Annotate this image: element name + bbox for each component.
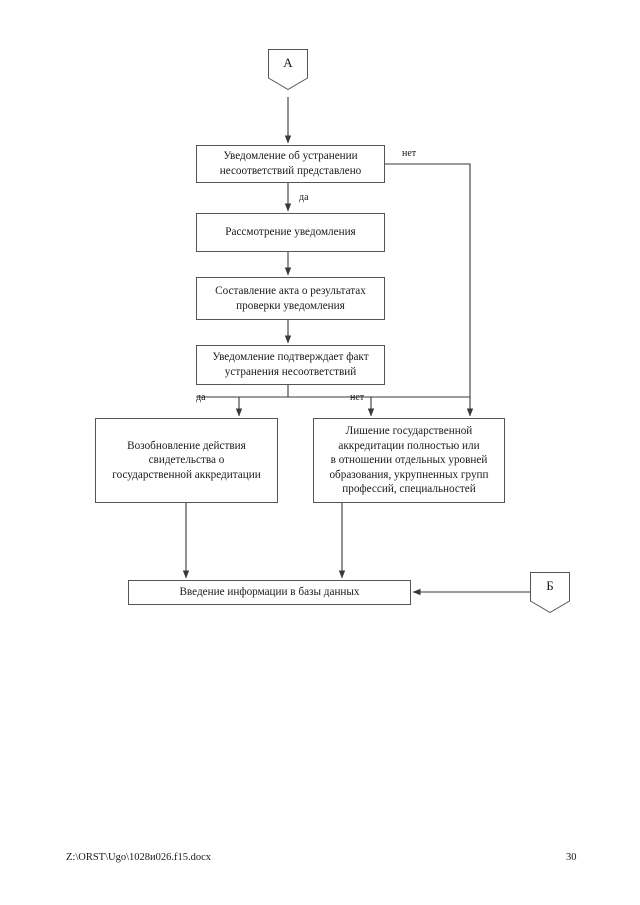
- node-notification-submitted: Уведомление об устранении несоответствий…: [196, 145, 385, 183]
- edge-label-no-2: нет: [350, 392, 365, 403]
- connector-a: А: [268, 49, 308, 90]
- edge-label-yes-1: да: [299, 192, 309, 203]
- pentagon-down-icon: [530, 572, 570, 613]
- node-revoke-accreditation-label: Лишение государственной аккредитации пол…: [329, 425, 489, 496]
- connector-b-label: Б: [546, 578, 554, 593]
- node-notification-submitted-label: Уведомление об устранении несоответствий…: [219, 150, 362, 177]
- node-review-notification: Рассмотрение уведомления: [196, 213, 385, 252]
- edge-label-yes-2: да: [196, 392, 206, 403]
- node-enter-into-database-label: Введение информации в базы данных: [179, 586, 360, 599]
- connector-a-label: А: [283, 55, 293, 70]
- node-enter-into-database: Введение информации в базы данных: [128, 580, 411, 605]
- pentagon-down-icon: [268, 49, 308, 90]
- node-notification-confirms: Уведомление подтверждает факт устранения…: [196, 345, 385, 385]
- node-notification-confirms-label: Уведомление подтверждает факт устранения…: [212, 351, 369, 378]
- node-resume-certificate: Возобновление действия свидетельства о г…: [95, 418, 278, 503]
- connector-b: Б: [530, 572, 570, 613]
- edge-label-no-1: нет: [402, 148, 417, 159]
- node-resume-certificate-label: Возобновление действия свидетельства о г…: [112, 439, 261, 481]
- node-revoke-accreditation: Лишение государственной аккредитации пол…: [313, 418, 505, 503]
- footer-page-number: 30: [566, 852, 577, 863]
- node-review-notification-label: Рассмотрение уведомления: [225, 226, 356, 239]
- footer-file-path: Z:\ORST\Ugo\1028и026.f15.docx: [66, 852, 212, 863]
- node-draft-act-label: Составление акта о результатах проверки …: [215, 284, 366, 312]
- edge-no-bypass: [385, 163, 474, 417]
- node-draft-act: Составление акта о результатах проверки …: [196, 277, 385, 320]
